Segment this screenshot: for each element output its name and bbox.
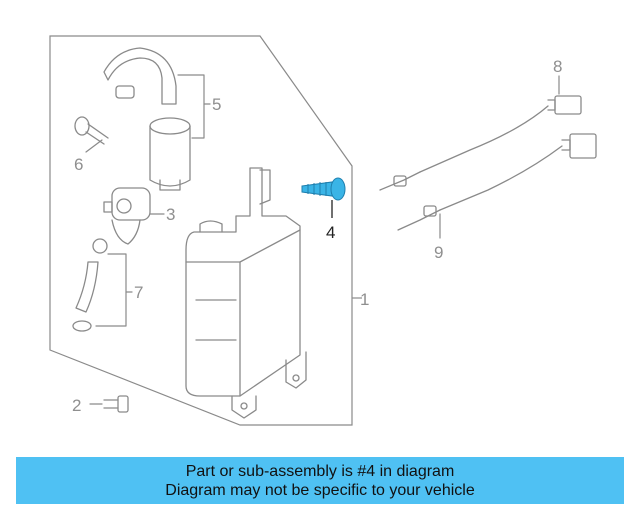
callout-8: 8 (553, 57, 562, 76)
callout-5: 5 (212, 95, 221, 114)
callout-1: 1 (360, 290, 369, 309)
assembly-frame (49, 35, 362, 426)
parts-diagram: 1 2 3 4 5 6 7 8 9 (49, 35, 597, 426)
banner-line-2: Diagram may not be specific to your vehi… (165, 481, 475, 499)
banner-line-1: Part or sub-assembly is #4 in diagram (185, 462, 455, 480)
valve-part-3 (103, 187, 165, 245)
callout-7: 7 (134, 283, 143, 302)
callout-2: 2 (72, 396, 81, 415)
info-banner: Part or sub-assembly is #4 in diagram Di… (16, 457, 624, 504)
hose-part-7 (72, 238, 133, 332)
sensor-part-9 (397, 133, 597, 239)
canister-part-1 (185, 167, 307, 419)
callout-4: 4 (326, 223, 335, 242)
filter-hose-part-5 (103, 47, 211, 191)
sensor-part-8 (379, 75, 582, 191)
callout-6: 6 (74, 155, 83, 174)
bolt-part-2 (89, 395, 129, 413)
callout-3: 3 (166, 205, 175, 224)
screw-part-4-highlighted (301, 177, 346, 218)
screw-part-6 (74, 116, 109, 153)
callout-9: 9 (434, 243, 443, 262)
